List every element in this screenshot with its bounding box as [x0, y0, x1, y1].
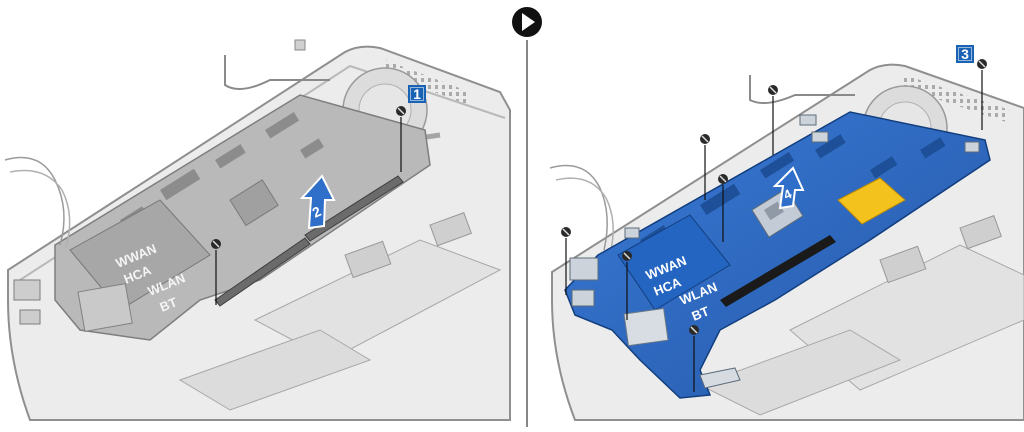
right-lift-arrow: 4 — [772, 166, 805, 210]
left-screw-2 — [211, 239, 221, 305]
right-screw-b — [768, 85, 778, 155]
right-screw-d — [561, 227, 571, 295]
left-screw-1 — [396, 106, 406, 172]
right-screw-a — [700, 134, 710, 200]
left-memory-slot — [214, 237, 311, 307]
lift-arrow-icon — [299, 174, 336, 230]
right-yellow-chip — [837, 177, 906, 225]
right-memory-slot — [720, 235, 836, 307]
right-panel: WWAN HCA WLAN BT — [549, 59, 1024, 421]
right-screw-e — [622, 251, 632, 320]
right-screw-g — [977, 59, 987, 130]
callout-step-1: 1 — [408, 85, 426, 103]
right-screws — [561, 59, 987, 392]
next-step-icon — [512, 7, 542, 37]
lift-arrow-icon — [772, 166, 805, 210]
left-label-bt: BT — [158, 294, 180, 314]
right-screw-c — [718, 174, 728, 242]
right-metal-bracket — [623, 307, 669, 347]
left-lift-arrow: 2 — [299, 174, 336, 230]
right-label-bt: BT — [690, 303, 712, 323]
right-screw-f — [689, 325, 699, 392]
callout-step-3: 3 — [956, 45, 974, 63]
left-panel: WWAN HCA WLAN BT — [4, 39, 511, 421]
